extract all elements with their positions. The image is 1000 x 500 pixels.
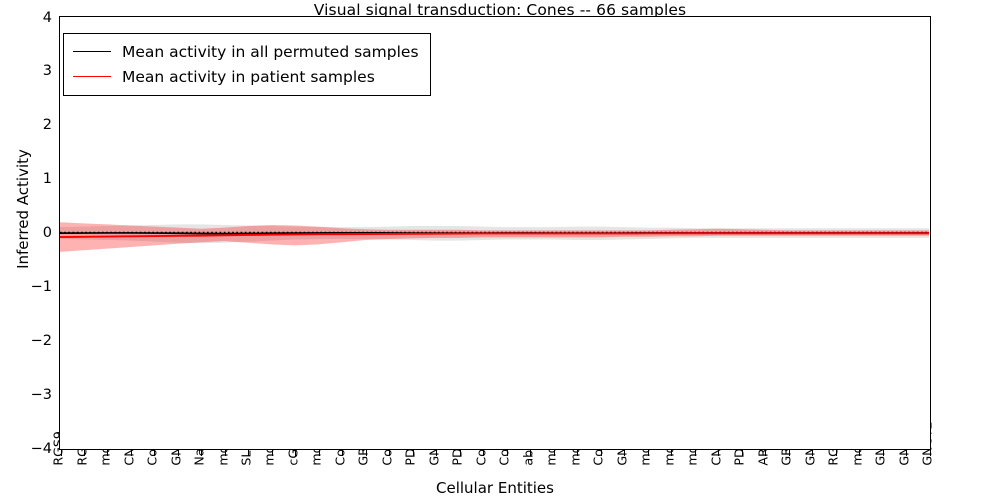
- y-axis-tick-label: 2: [42, 117, 52, 134]
- x-axis-tick-mark: [530, 450, 532, 456]
- x-axis-tick-mark: [577, 450, 579, 456]
- x-axis-tick-mark: [83, 450, 85, 456]
- x-axis-tick-mark: [835, 450, 837, 456]
- x-axis-tick-mark: [459, 450, 461, 456]
- y-axis-tick-label: 1: [42, 171, 52, 188]
- x-axis-tick-mark: [694, 450, 696, 456]
- x-axis-tick-mark: [788, 450, 790, 456]
- x-axis-tick-mark: [906, 450, 907, 456]
- x-axis-tick-mark: [342, 450, 344, 456]
- x-axis-tick-mark: [412, 450, 414, 456]
- legend-line-swatch-patient: [73, 76, 111, 77]
- x-axis-tick-mark: [812, 450, 814, 456]
- chart-title: Visual signal transduction: Cones -- 66 …: [313, 1, 687, 19]
- x-axis-tick-mark: [201, 450, 203, 456]
- plot-series-svg: [60, 222, 929, 252]
- y-axis-tick-label: 3: [42, 63, 52, 80]
- x-axis-tick-mark: [318, 450, 320, 456]
- y-axis-tick-label: −2: [30, 332, 52, 349]
- x-axis-tick-mark: [671, 450, 673, 456]
- x-axis-tick-mark: [506, 450, 508, 456]
- legend-item-patient: Mean activity in patient samples: [73, 64, 419, 89]
- x-axis-tick-mark: [224, 450, 226, 456]
- x-axis-tick-mark: [741, 450, 743, 456]
- x-axis-tick-mark: [718, 450, 720, 456]
- y-axis-tick-label: −4: [30, 440, 52, 457]
- x-axis-tick-mark: [859, 450, 861, 456]
- y-axis-tick-label: −1: [30, 278, 52, 295]
- x-axis-tick-mark: [154, 450, 156, 456]
- x-axis-tick-mark: [624, 450, 626, 456]
- x-axis-tick-mark: [483, 450, 485, 456]
- x-axis-title: Cellular Entities: [436, 479, 554, 497]
- legend-label-patient: Mean activity in patient samples: [122, 67, 375, 86]
- x-axis-tick-mark: [130, 450, 132, 456]
- x-axis-tick-mark: [60, 450, 62, 456]
- x-axis-tick-mark: [248, 450, 250, 456]
- x-axis-tick-mark: [553, 450, 555, 456]
- y-axis-tick-labels: 4 3 2 1 0 −1 −2 −3 −4: [0, 0, 59, 500]
- legend-line-swatch-permuted: [73, 51, 111, 52]
- x-axis-tick-mark: [389, 450, 391, 456]
- legend-item-permuted: Mean activity in all permuted samples: [73, 39, 419, 64]
- x-axis-tick-mark: [647, 450, 649, 456]
- x-axis-tick-mark: [177, 450, 179, 456]
- confidence-band-patient: [60, 222, 929, 252]
- plot-clip: [60, 17, 930, 449]
- legend-label-permuted: Mean activity in all permuted samples: [122, 42, 419, 61]
- x-axis-tick-mark: [929, 450, 931, 456]
- x-axis-tick-mark: [271, 450, 273, 456]
- x-axis-tick-mark: [436, 450, 438, 456]
- x-axis-tick-mark: [107, 450, 109, 456]
- y-axis-tick-label: −3: [30, 386, 52, 403]
- x-axis-tick-mark: [365, 450, 367, 456]
- series-line-patient: [60, 232, 929, 239]
- x-axis-tick-mark: [600, 450, 602, 456]
- chart-legend: Mean activity in all permuted samples Me…: [63, 33, 431, 96]
- y-axis-tick-label: 0: [42, 225, 52, 241]
- x-axis-tick-mark: [295, 450, 297, 456]
- y-axis-tick-label: 4: [42, 9, 52, 26]
- x-axis-tick-mark: [765, 450, 767, 456]
- x-axis-tick-mark: [882, 450, 884, 456]
